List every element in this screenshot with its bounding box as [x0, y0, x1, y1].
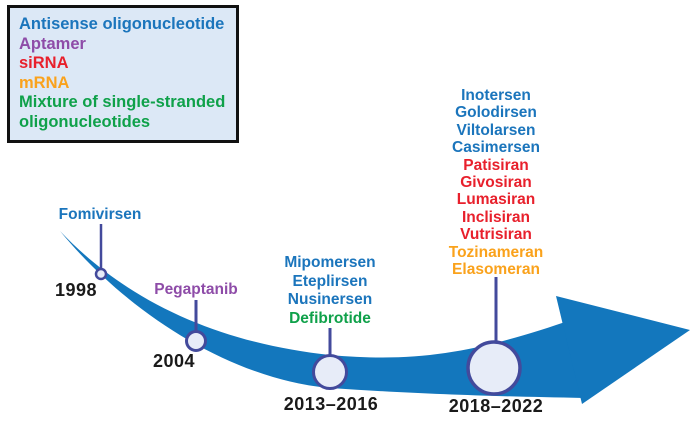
drug-group-1998: Fomivirsen [59, 206, 142, 223]
drug-group-2013-2016: Mipomersen Eteplirsen Nusinersen Defibro… [284, 254, 375, 329]
drug-defibrotide: Defibrotide [289, 310, 371, 328]
drug-inotersen: Inotersen [461, 87, 531, 104]
drug-eteplirsen: Eteplirsen [292, 272, 368, 290]
drug-elasomeran: Elasomeran [452, 261, 540, 279]
node-2004 [185, 330, 207, 352]
drug-nusinersen: Nusinersen [287, 291, 373, 309]
legend-box: Antisense oligonucleotide Aptamer siRNA … [7, 5, 239, 143]
drug-group-2018-2022: Inotersen Golodirsen Viltolarsen Casimer… [449, 87, 543, 278]
drug-inclisiran: Inclisiran [461, 208, 531, 226]
node-2018-2022 [466, 340, 522, 396]
legend-item-mrna: mRNA [19, 73, 70, 92]
legend-item-sirna: siRNA [19, 54, 69, 72]
drug-vutrisiran: Vutrisiran [460, 226, 532, 244]
year-label-2004: 2004 [152, 351, 196, 371]
arrow-body [60, 231, 584, 398]
drug-patisiran: Patisiran [463, 156, 529, 174]
legend-item-antisense: Antisense oligonucleotide [19, 15, 225, 33]
drug-lumasiran: Lumasiran [456, 191, 536, 209]
drug-golodirsen: Golodirsen [455, 104, 537, 122]
legend-item-aptamer: Aptamer [19, 34, 86, 53]
legend-item-mixture: Mixture of single-stranded oligonucleoti… [19, 93, 226, 131]
drug-givosiran: Givosiran [460, 174, 532, 192]
node-1998 [94, 267, 108, 281]
drug-tozinameran: Tozinameran [448, 243, 544, 261]
arrow-head [556, 296, 690, 404]
drug-casimersen: Casimersen [452, 139, 540, 157]
drug-fomivirsen: Fomivirsen [58, 206, 142, 223]
drug-mipomersen: Mipomersen [284, 254, 376, 271]
year-label-1998: 1998 [54, 280, 98, 300]
drug-pegaptanib: Pegaptanib [154, 281, 238, 298]
node-2013-2016 [312, 354, 348, 390]
drug-viltolarsen: Viltolarsen [456, 121, 536, 139]
drug-group-2004: Pegaptanib [154, 281, 238, 298]
year-label-2018-2022: 2018–2022 [448, 396, 544, 416]
year-label-2013-2016: 2013–2016 [283, 394, 379, 414]
